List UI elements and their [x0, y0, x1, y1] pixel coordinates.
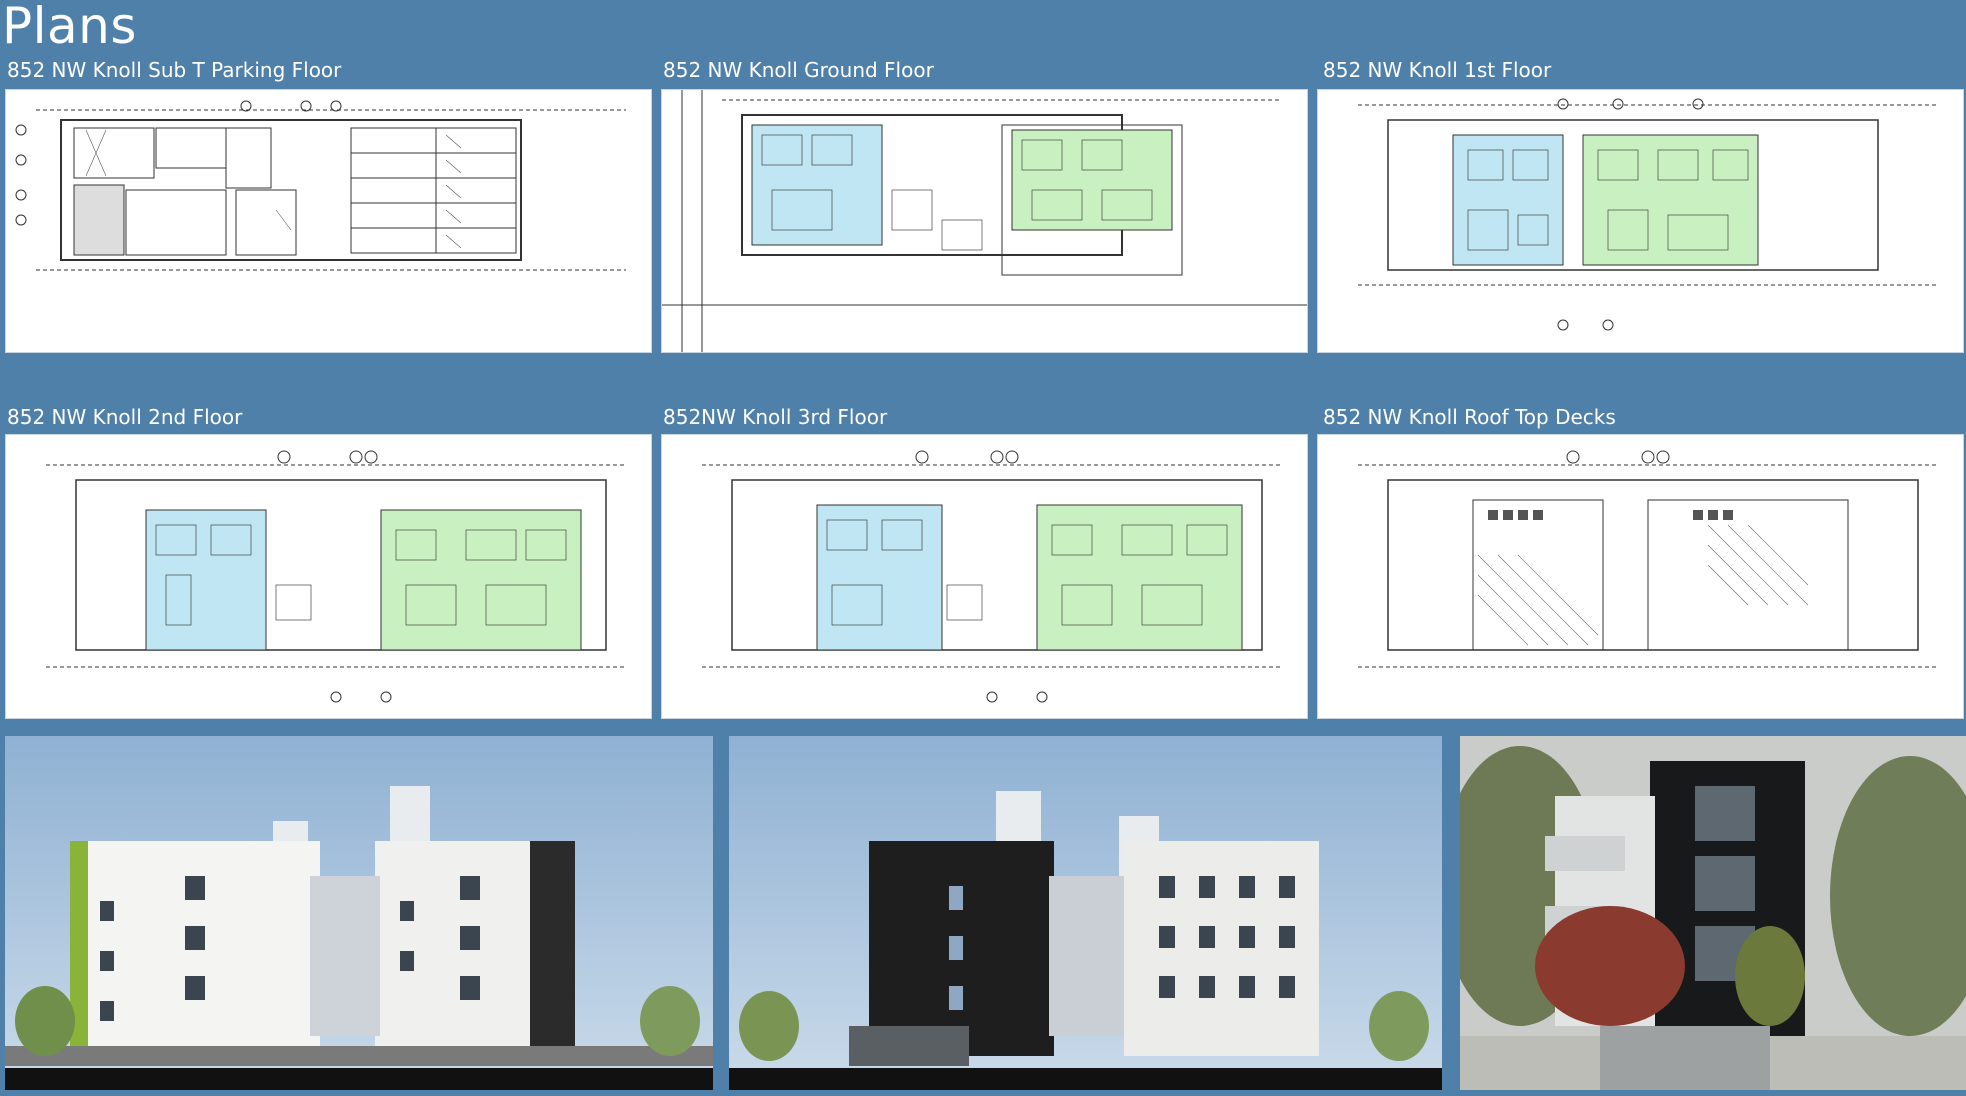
plan-label-roof: 852 NW Knoll Roof Top Decks: [1323, 405, 1616, 429]
rendering-elevation-1[interactable]: [5, 736, 713, 1090]
plan-drawing-ground[interactable]: [661, 89, 1308, 353]
plan-drawing-roof[interactable]: [1317, 434, 1964, 719]
rendering-perspective[interactable]: [1460, 736, 1966, 1090]
plan-drawing-parking[interactable]: [5, 89, 652, 353]
building-perspective-photo-image: [1460, 736, 1966, 1090]
rendering-elevation-2[interactable]: [729, 736, 1442, 1090]
building-elevation-black-white-image: [729, 736, 1442, 1090]
plan-label-3rd: 852NW Knoll 3rd Floor: [663, 405, 888, 429]
plan-label-parking: 852 NW Knoll Sub T Parking Floor: [7, 58, 342, 82]
plan-drawing-3rd[interactable]: [661, 434, 1308, 719]
page-title: Plans: [2, 0, 137, 55]
plan-label-2nd: 852 NW Knoll 2nd Floor: [7, 405, 243, 429]
plan-drawing-1st[interactable]: [1317, 89, 1964, 353]
plan-label-1st: 852 NW Knoll 1st Floor: [1323, 58, 1552, 82]
building-elevation-white-image: [5, 736, 713, 1090]
plan-label-ground: 852 NW Knoll Ground Floor: [663, 58, 934, 82]
plan-drawing-2nd[interactable]: [5, 434, 652, 719]
